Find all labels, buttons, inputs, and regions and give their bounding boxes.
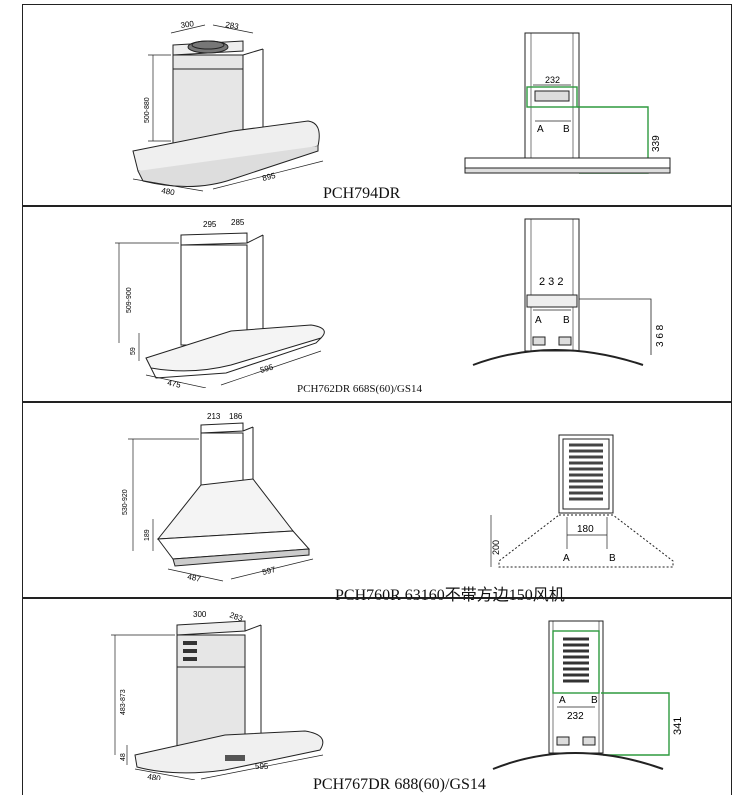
mount-a-label: A — [535, 315, 542, 326]
mount-b-label: B — [609, 553, 616, 564]
dim-height: 530-920 — [122, 489, 129, 515]
model-caption: PCH762DR 668S(60)/GS14 — [297, 383, 422, 395]
dim-base: 59 — [130, 347, 137, 355]
dim-depth: 475 — [167, 378, 182, 388]
dim-a: 300 — [180, 19, 195, 30]
dim-height: 500-880 — [144, 97, 151, 123]
panel-pch760r: 213 186 530-920 189 487 597 180 A — [22, 402, 732, 604]
side-install-drawing: 232 A B 339 — [464, 32, 671, 174]
mount-b-label: B — [563, 315, 570, 326]
side-install-drawing: 180 A B 200 — [490, 434, 674, 568]
side-install-drawing: A B 232 341 — [492, 620, 683, 770]
dim-a: 295 — [203, 220, 217, 229]
model-caption: PCH760R 63160不带方边150风机 — [335, 587, 565, 604]
panel-pch794dr: 300 283 500-880 480 895 232 A B 339 PCH7… — [22, 4, 732, 206]
spacing-label: 180 — [577, 524, 594, 535]
dim-b: 283 — [228, 610, 244, 623]
dim-b: 186 — [229, 412, 243, 421]
dim-base: 189 — [144, 529, 151, 541]
mount-a-label: A — [559, 695, 566, 706]
dim-a: 213 — [207, 412, 221, 421]
model-caption: PCH794DR — [323, 185, 401, 202]
side-install-drawing: 2 3 2 A B 3 6 8 — [472, 218, 666, 366]
front-iso-drawing: 295 285 509-900 59 475 595 — [115, 218, 325, 388]
spacing-label: 2 3 2 — [539, 276, 563, 288]
dim-a: 300 — [193, 610, 207, 619]
dim-b: 285 — [231, 218, 245, 227]
spacing-label: 232 — [545, 75, 560, 85]
offset-label: 3 6 8 — [655, 324, 666, 347]
filter-grille — [563, 637, 589, 683]
front-iso-drawing: 213 186 530-920 189 487 597 — [122, 412, 314, 584]
filter-grille — [569, 443, 603, 501]
dim-depth: 487 — [187, 572, 202, 584]
panel-pch762dr: 295 285 509-900 59 475 595 2 3 2 A B 3 6… — [22, 206, 732, 402]
dim-width: 895 — [261, 171, 277, 183]
dim-width: 595 — [255, 762, 269, 771]
offset-label: 341 — [672, 717, 683, 735]
dim-base: 48 — [120, 753, 127, 761]
dim-b: 283 — [225, 20, 240, 31]
mount-b-label: B — [591, 695, 598, 706]
offset-label: 339 — [651, 135, 662, 152]
spacing-label: 232 — [567, 711, 584, 722]
dim-depth: 480 — [161, 186, 176, 196]
dim-width: 595 — [259, 362, 275, 374]
panel-pch767dr: 300 283 483-873 48 480 595 A B — [22, 598, 732, 795]
dim-depth: 480 — [147, 772, 162, 780]
mount-a-label: A — [537, 124, 544, 135]
mount-b-label: B — [563, 124, 570, 135]
model-caption: PCH767DR 688(60)/GS14 — [313, 776, 486, 793]
dim-height: 483-873 — [120, 689, 127, 715]
dim-height: 509-900 — [126, 287, 133, 313]
front-iso-drawing: 300 283 483-873 48 480 595 — [111, 610, 324, 780]
dim-width: 597 — [261, 565, 277, 577]
mount-a-label: A — [563, 553, 570, 564]
offset-label: 200 — [491, 540, 501, 555]
front-iso-drawing: 300 283 500-880 480 895 — [132, 19, 324, 196]
